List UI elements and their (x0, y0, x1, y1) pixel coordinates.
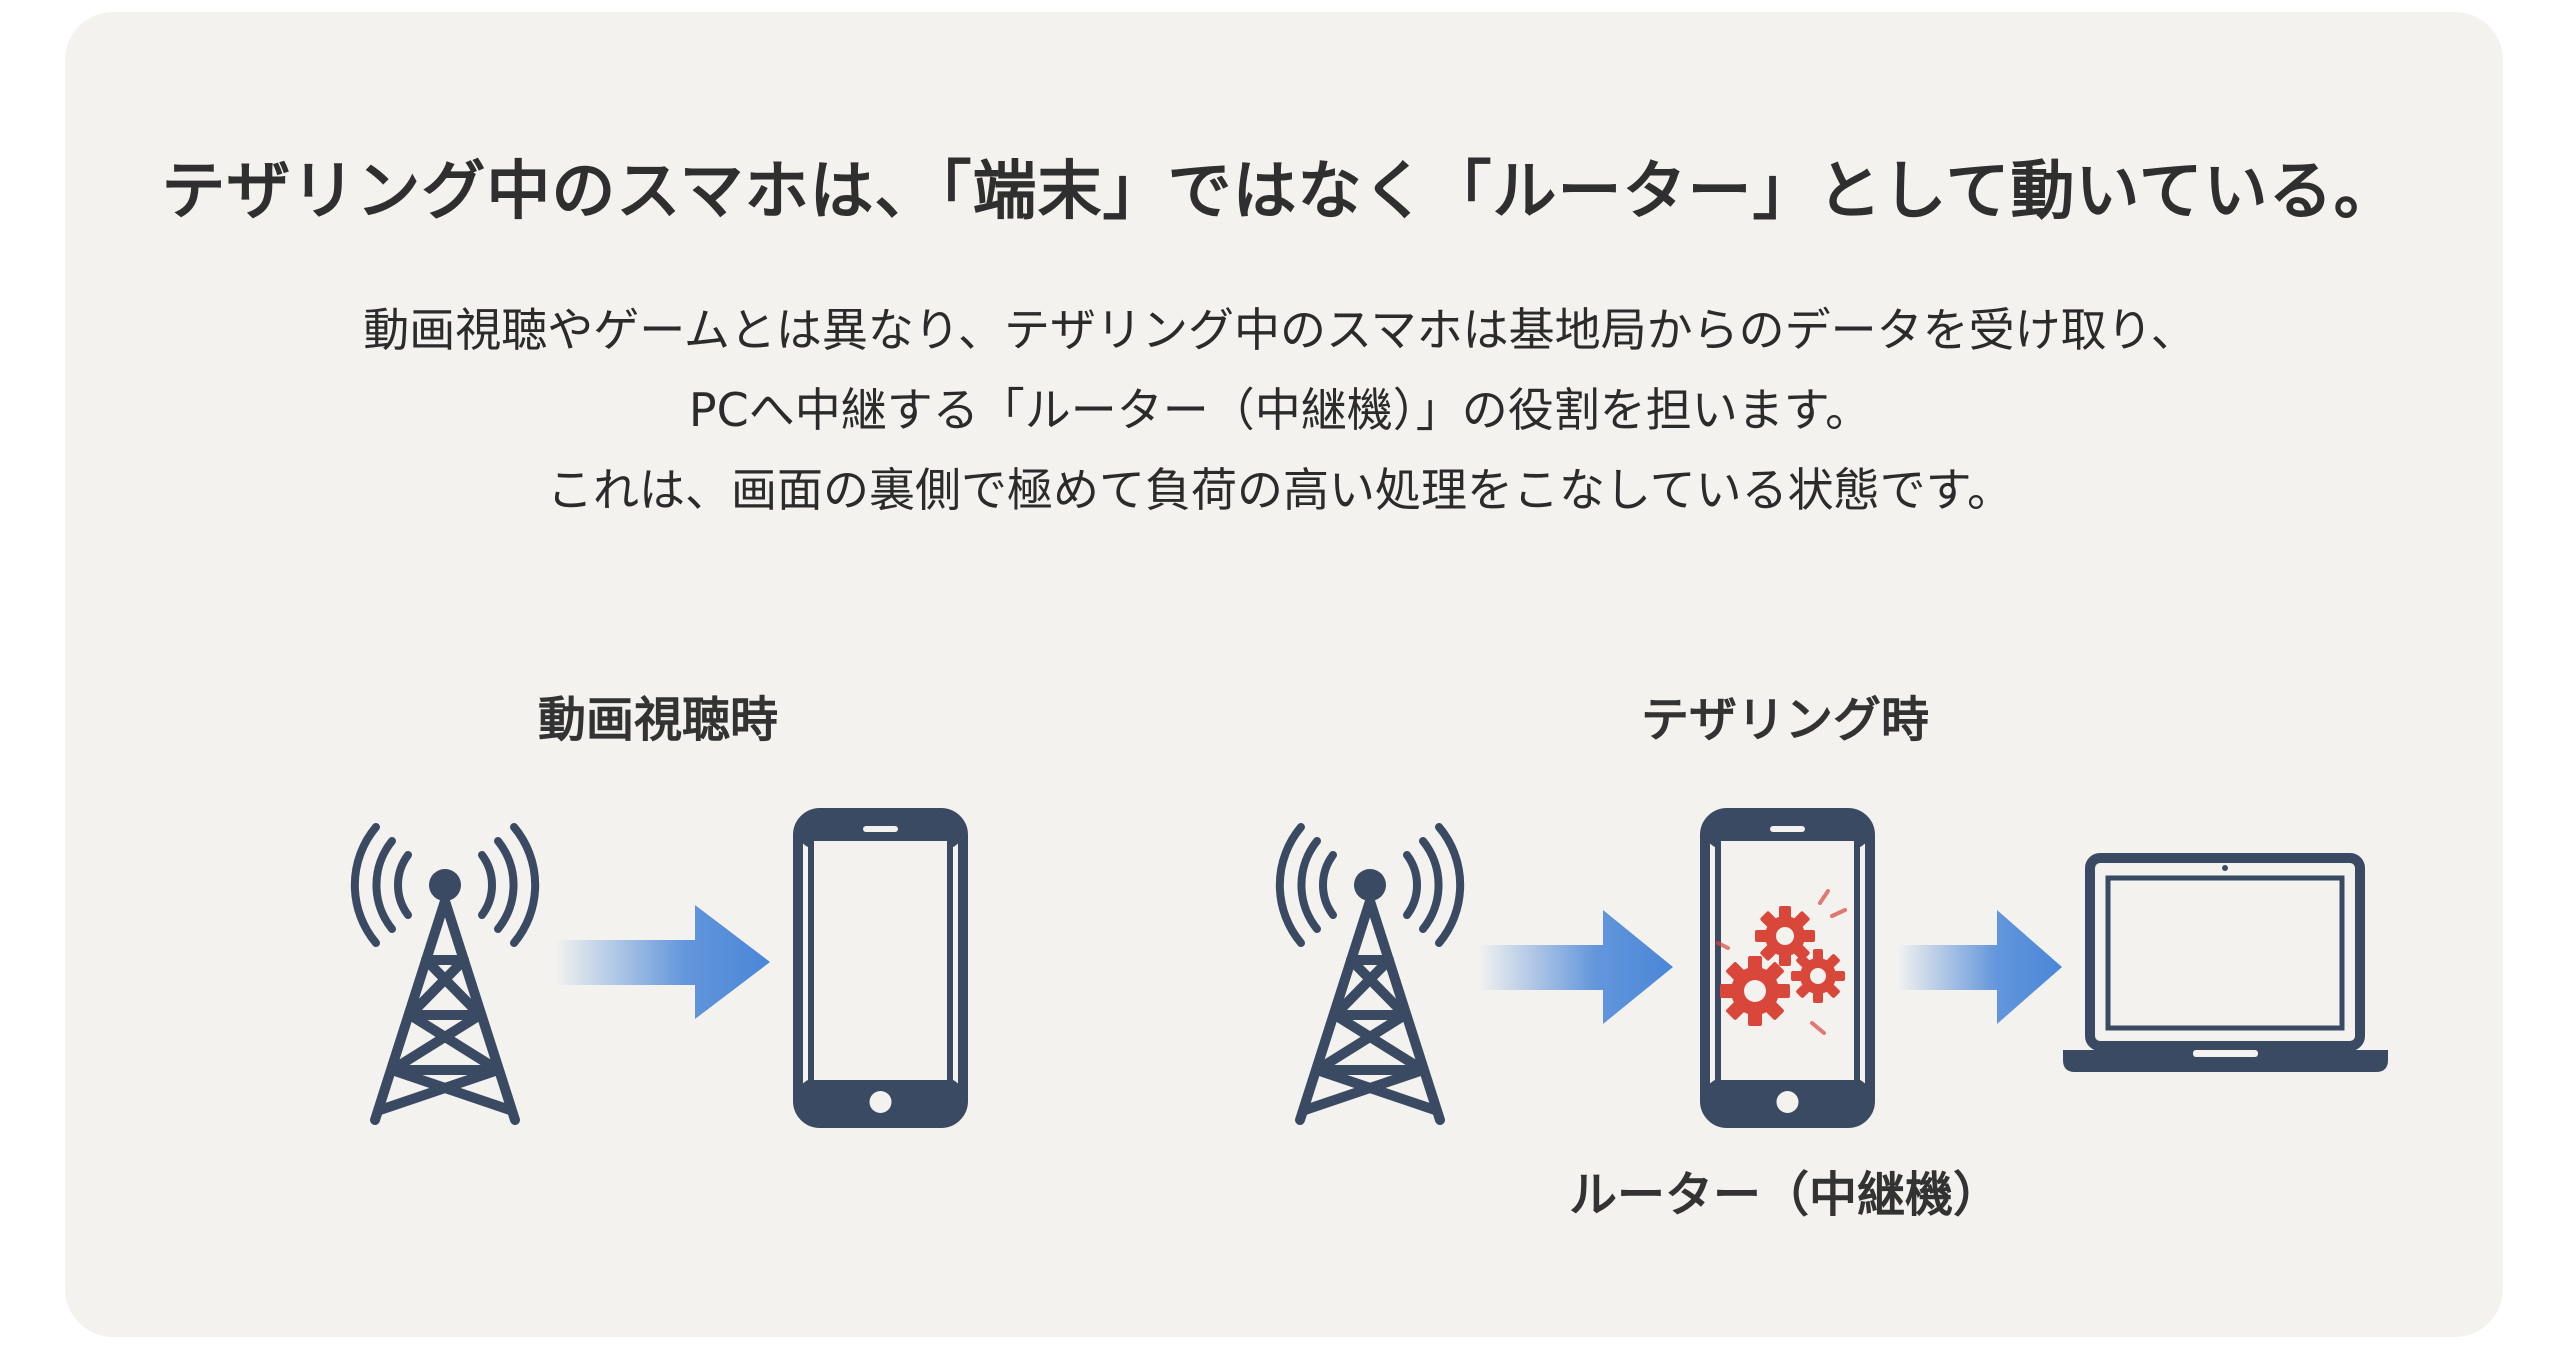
infographic-card (65, 12, 2503, 1337)
arrow-right-icon (1897, 910, 2062, 1024)
arrow-right-icon (1478, 910, 1673, 1024)
smartphone-icon (793, 808, 968, 1128)
description: 動画視聴やゲームとは異なり、テザリング中のスマホは基地局からのデータを受け取り、… (0, 290, 2560, 530)
description-line-3: これは、画面の裏側で極めて負荷の高い処理をこなしている状態です。 (546, 463, 2014, 517)
arrow-right-icon (555, 905, 770, 1019)
panel-title-video: 動画視聴時 (537, 692, 778, 748)
panel-title-tethering: テザリング時 (1640, 692, 1929, 748)
cell-tower-icon (1275, 823, 1465, 1125)
description-line-2: PCへ中継する「ルーター（中継機）」の役割を担います。 (688, 383, 1872, 437)
laptop-icon (2063, 853, 2388, 1072)
smartphone-gears-icon (1700, 808, 1875, 1128)
headline: テザリング中のスマホは、「端末」ではなく「ルーター」として動いている。 (161, 155, 2399, 229)
description-line-1: 動画視聴やゲームとは異なり、テザリング中のスマホは基地局からのデータを受け取り、 (363, 303, 2197, 357)
router-label: ルーター（中継機） (1568, 1167, 2001, 1223)
cell-tower-icon (350, 823, 540, 1125)
